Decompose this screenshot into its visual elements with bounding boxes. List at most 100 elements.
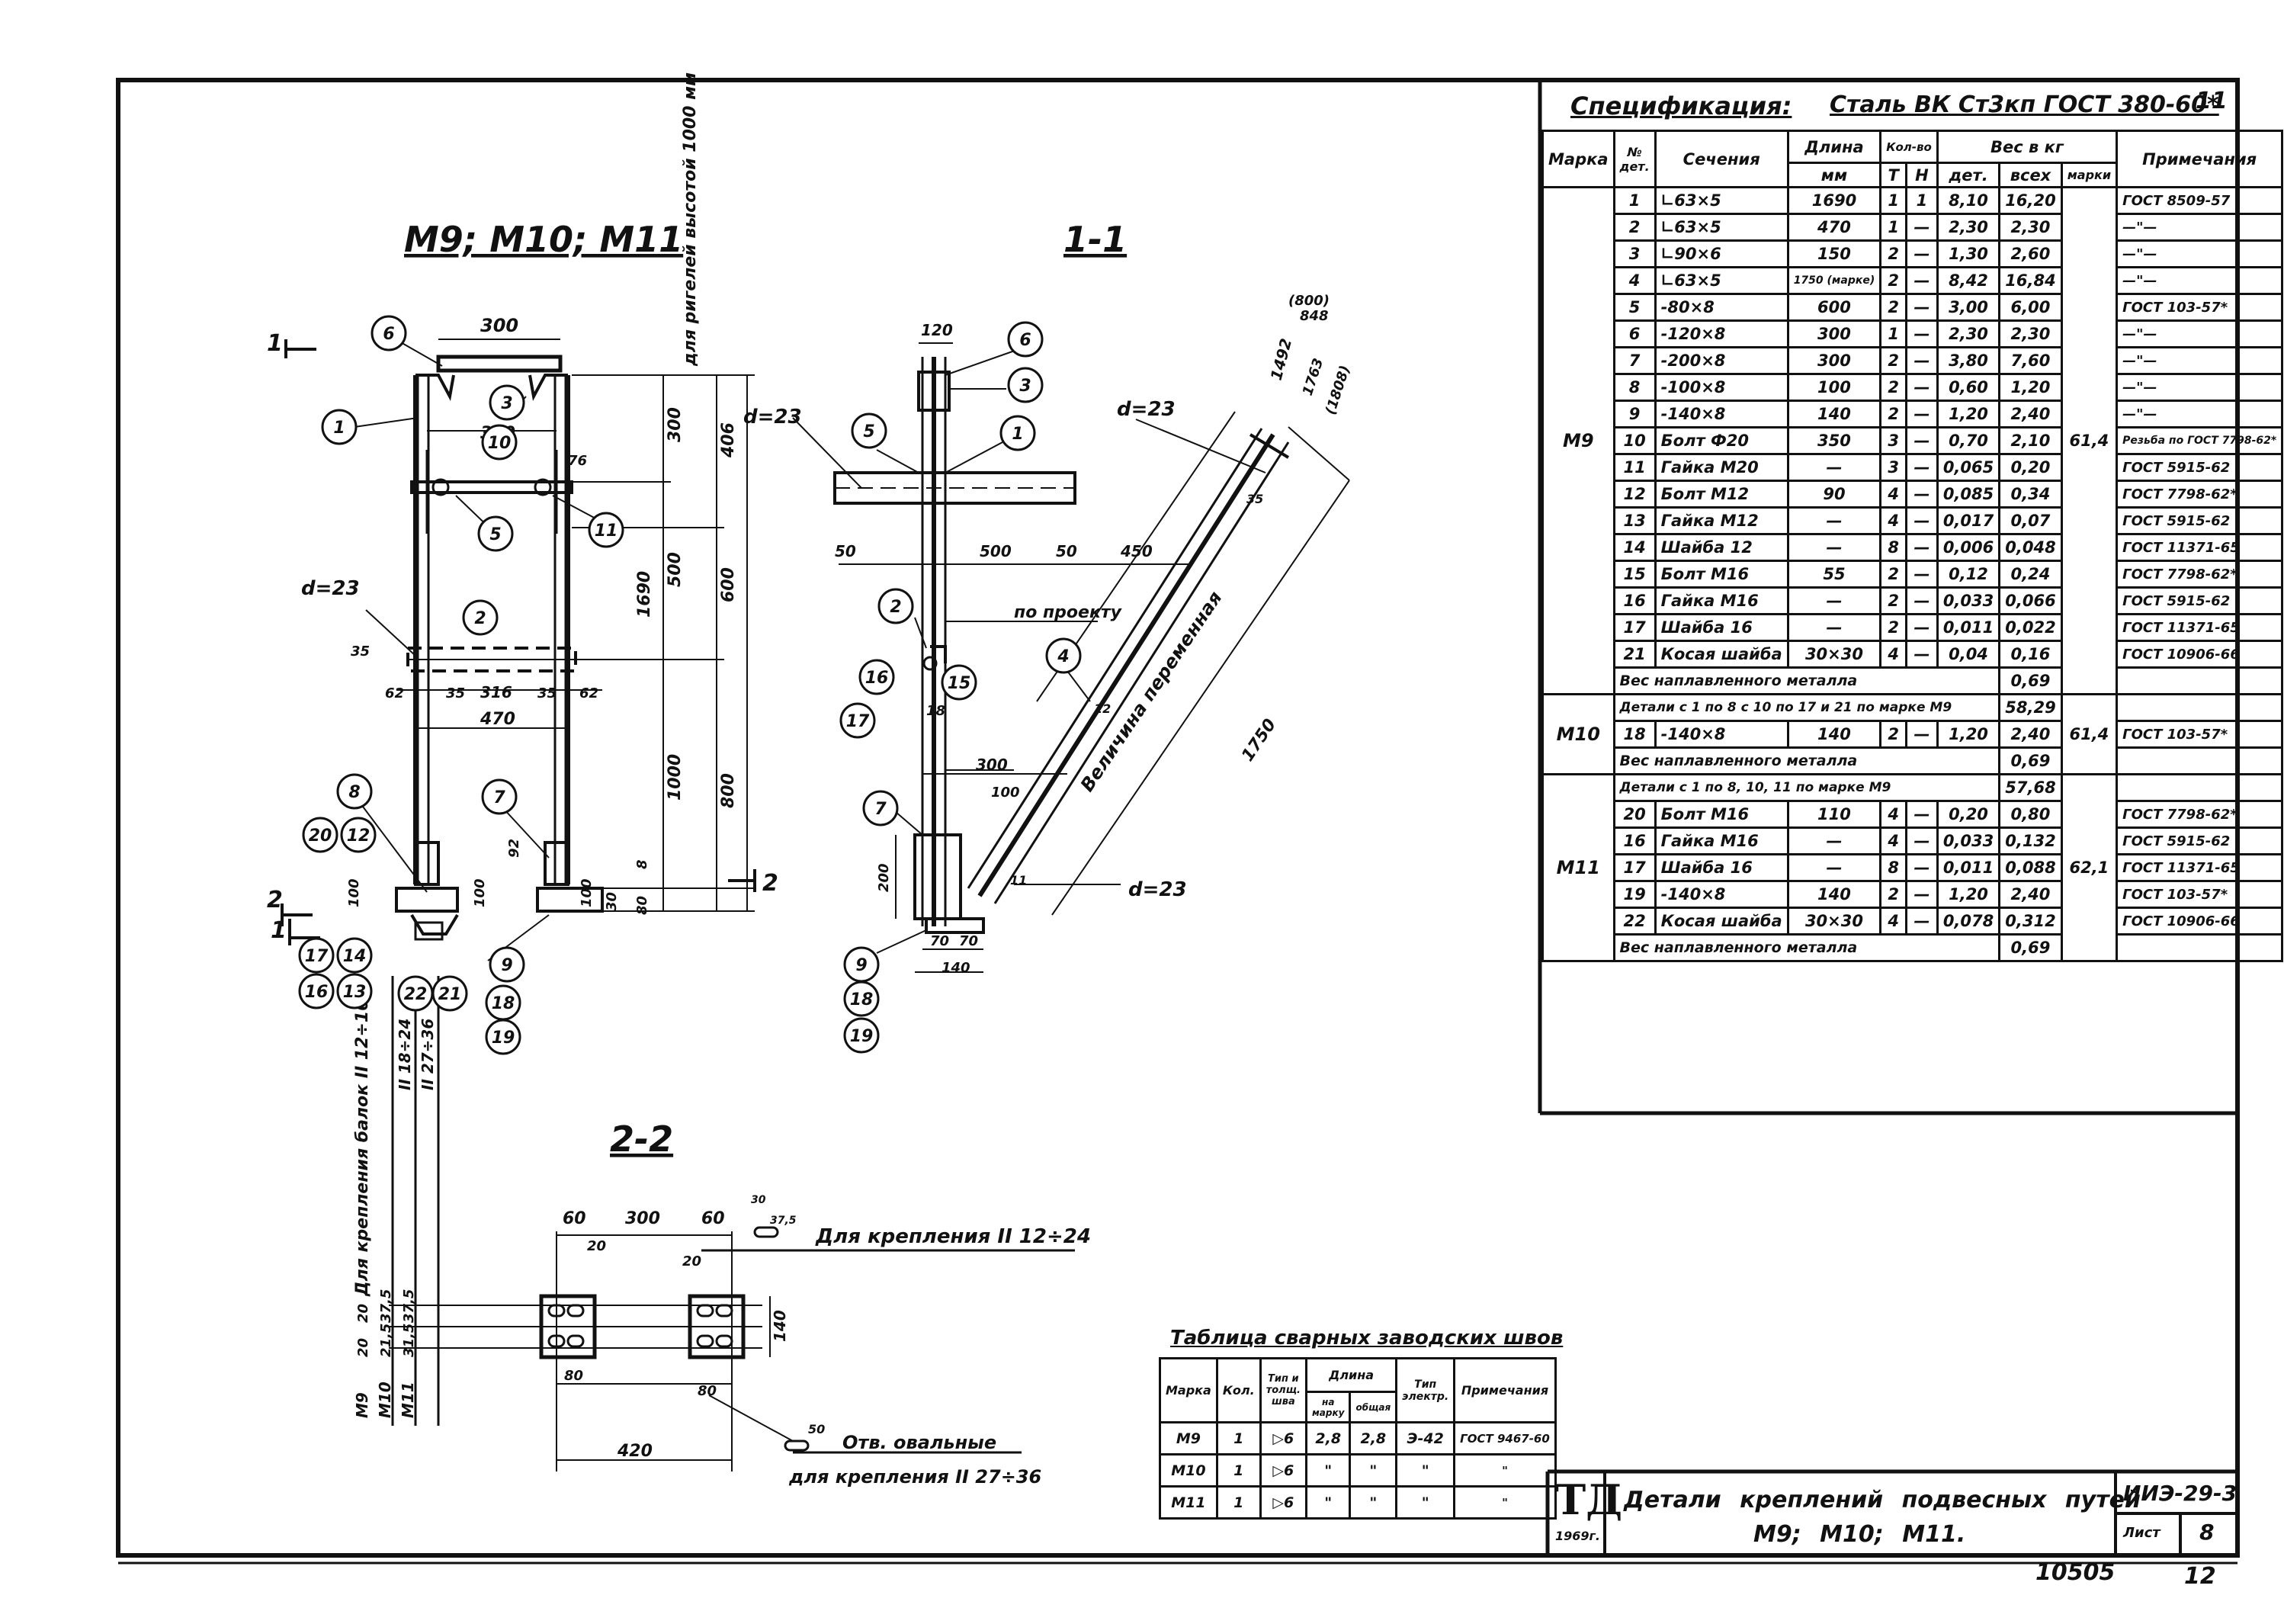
welds-hdr-electrode: Тип электр. [1395, 1357, 1456, 1423]
spec-cell-notes: ГОСТ 5915-62 [2116, 586, 2284, 615]
balloon-label: 19 [492, 1029, 515, 1048]
spec-cell-w-det: 8,42 [1936, 266, 2001, 295]
hdr-qty: Кол-во [1879, 130, 1939, 164]
balloon-circle [340, 817, 377, 853]
dim-800v: 800 [719, 773, 738, 808]
spec-cell-no: 8 [1612, 373, 1657, 402]
s1-dim-1808: (1808) [1323, 364, 1354, 417]
spec-weld-note-m11: 0,69 [2116, 933, 2284, 962]
spec-cell-w-all: 0,048 [1998, 533, 2063, 562]
s2-dim-20a: 20 [587, 1238, 606, 1254]
spec-cell-notes: Резьба по ГОСТ 7798-62* [2116, 426, 2284, 455]
spec-cell-notes: ГОСТ 7798-62* [2116, 560, 2284, 589]
balloon-circle [485, 1019, 521, 1055]
spec-cell-length: 350 [1786, 426, 1882, 455]
balloon-circle [431, 975, 468, 1012]
dim-35b: 35 [537, 685, 557, 701]
spec-cell-section: -80×8 [1654, 293, 1789, 322]
stamp-title-2: М9; М10; М11. [1753, 1521, 1966, 1548]
spec-cell-length: — [1786, 506, 1882, 535]
welds-table: Марка Кол. Тип и толщ. шва Длина Тип эле… [1159, 1357, 1557, 1520]
spec-cell-qty-t: 4 [1879, 640, 1908, 669]
side-row-m11-mark: М11 [399, 1382, 417, 1418]
welds-cell: " [1395, 1485, 1456, 1520]
dim-80: 80 [634, 896, 650, 915]
spec-cell-notes: —"— [2116, 346, 2284, 375]
spec-cell-length: 55 [1786, 560, 1882, 589]
spec-cell-notes: ГОСТ 10906-66 [2116, 640, 2284, 669]
dim-35: 35 [351, 644, 370, 660]
spec-cell-qty-n: — [1905, 907, 1939, 936]
spec-weld-val-m9: 0,69 [1998, 666, 2063, 695]
spec-cell-qty-t: 8 [1879, 533, 1908, 562]
stamp-page-bottom: 12 [2184, 1563, 2216, 1590]
spec-cell-qty-t: 8 [1879, 853, 1908, 882]
s1-dim-100: 100 [991, 785, 1020, 801]
spec-cell-qty-n: — [1905, 213, 1939, 242]
side-table-lines [391, 976, 440, 1426]
spec-cell-qty-n: — [1905, 319, 1939, 348]
spec-cell-qty-n: — [1905, 800, 1939, 829]
spec-cell-w-all: 0,16 [1998, 640, 2063, 669]
dim-92: 92 [506, 839, 522, 858]
balloon-circle [371, 315, 407, 351]
spec-page-no: 11 [2196, 88, 2228, 114]
spec-mark-m9: М9 [1541, 186, 1615, 695]
s1-dim-d23-bottom: d=23 [1128, 878, 1187, 901]
dim-470: 470 [480, 710, 515, 729]
s1-dim-500: 500 [980, 542, 1012, 560]
s2-note-top: Для крепления II 12÷24 [815, 1225, 1091, 1248]
spec-cell-notes: ГОСТ 5915-62 [2116, 826, 2284, 855]
spec-cell-w-all: 0,20 [1998, 453, 2063, 482]
spec-cell-section: Гайка М16 [1654, 826, 1789, 855]
spec-details-m11: Детали с 1 по 8, 10, 11 по марке М9 [1612, 773, 2001, 802]
balloon-circle [588, 512, 624, 548]
spec-cell-no: 10 [1612, 426, 1657, 455]
spec-cell-w-det: 0,04 [1936, 640, 2001, 669]
s1-dim-70a: 70 [930, 933, 949, 949]
spec-cell-w-det: 0,065 [1936, 453, 2001, 482]
spec-cell-qty-t: 2 [1879, 560, 1908, 589]
stamp-sheet-label: Лист [2123, 1525, 2160, 1541]
balloon-label: 2 [474, 609, 486, 628]
welds-hdr-notes: Примечания [1453, 1357, 1557, 1423]
spec-title: Спецификация: [1570, 91, 1792, 120]
hdr-weight: Вес в кг [1936, 130, 2119, 164]
spec-details-note-m10: 58,29 [2116, 693, 2284, 722]
s1-dim-140: 140 [942, 960, 970, 976]
side-table-mid1: II 18÷24 [396, 1019, 414, 1090]
balloon-label: 22 [404, 985, 428, 1004]
balloon-label: 20 [309, 826, 332, 846]
s1-dim-1492: 1492 [1267, 336, 1296, 382]
spec-cell-length: — [1786, 533, 1882, 562]
spec-cell-length: 110 [1786, 800, 1882, 829]
spec-cell-qty-n: — [1905, 853, 1939, 882]
spec-cell-no: 6 [1612, 319, 1657, 348]
spec-cell-w-det: 0,70 [1936, 426, 2001, 455]
side-table-title: Для крепления балок II 12÷16 [353, 1000, 372, 1297]
spec-cell-w-det: 1,20 [1936, 720, 2001, 749]
s1-dim-70b: 70 [959, 933, 978, 949]
spec-cell-section: -140×8 [1654, 880, 1789, 909]
spec-cell-w-det: 0,033 [1936, 586, 2001, 615]
spec-cell-section: Косая шайба [1654, 907, 1789, 936]
welds-title: Таблица сварных заводских швов [1170, 1327, 1564, 1350]
balloon-label: 1 [333, 419, 345, 438]
spec-cell-notes: —"— [2116, 400, 2284, 428]
stamp-year: 1969г. [1555, 1529, 1600, 1543]
spec-cell-notes: ГОСТ 5915-62 [2116, 453, 2284, 482]
hdr-w-det: дет. [1936, 162, 2001, 188]
cut-2-right: 2 [762, 870, 778, 897]
spec-cell-section: Шайба 16 [1654, 853, 1789, 882]
dim-beam-label: для ригелей высотой 1000 мм [681, 72, 700, 367]
spec-cell-no: 18 [1612, 720, 1657, 749]
spec-cell-qty-n: — [1905, 640, 1939, 669]
spec-mark-weight-m9: 61,4 [2060, 186, 2119, 695]
spec-cell-no: 1 [1612, 186, 1657, 215]
